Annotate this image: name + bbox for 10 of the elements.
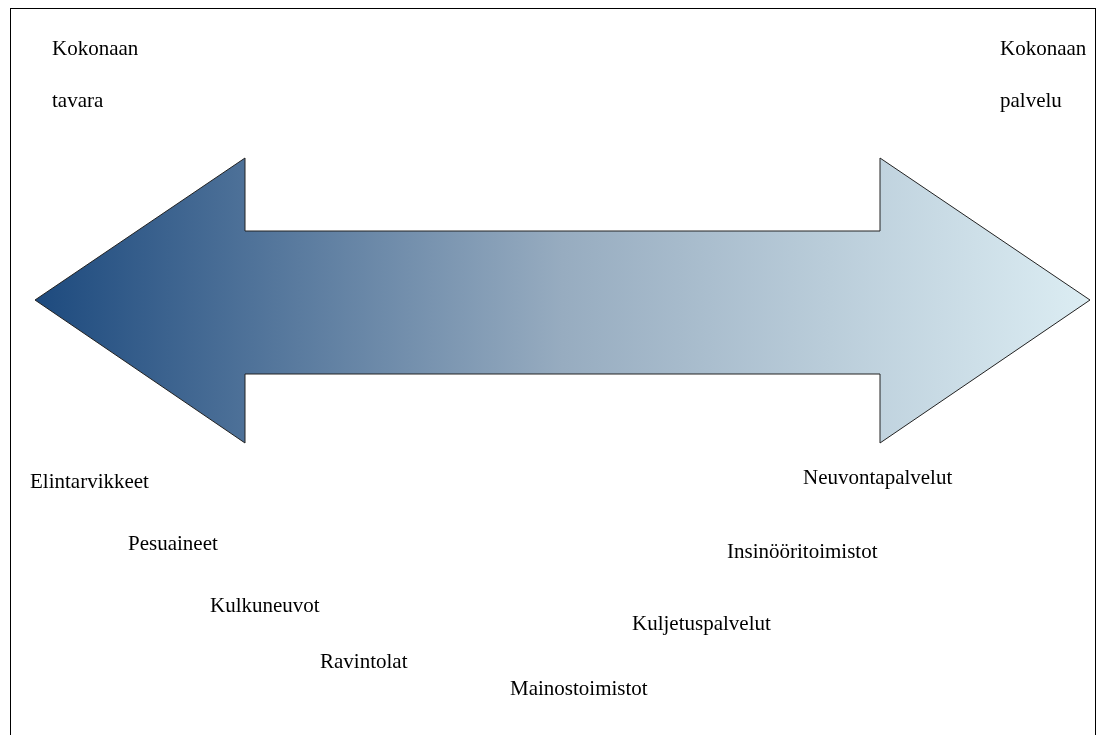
scale-label: Elintarvikkeet [30,468,149,494]
scale-label: Kokonaan tavara [52,35,140,114]
scale-label: Insinööritoimistot [727,538,878,564]
scale-label: Kulkuneuvot [210,592,320,618]
scale-label: Kuljetuspalvelut [632,610,771,636]
scale-label: Mainostoimistot [510,675,648,701]
scale-label: Neuvontapalvelut [803,464,953,490]
scale-label: Kokonaan palvelu [1000,35,1088,114]
scale-label: Pesuaineet [128,530,218,556]
scale-label: Ravintolat [320,648,408,674]
